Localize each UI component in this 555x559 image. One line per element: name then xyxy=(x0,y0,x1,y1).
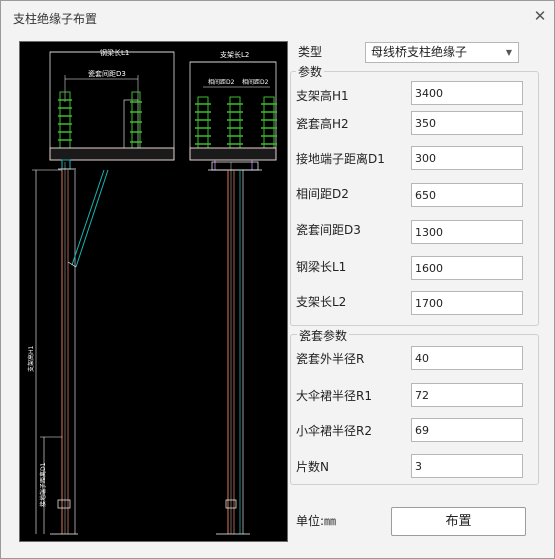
right-top-dim-label: 支架长L2 xyxy=(220,50,249,59)
height-dim-label: 支架高H1 xyxy=(27,345,35,372)
bushing-label-r: 瓷套外半径R xyxy=(296,352,365,366)
param-label-l2: 支架长L2 xyxy=(296,295,347,309)
left-beam xyxy=(49,147,175,161)
window-title: 支柱绝缘子布置 xyxy=(13,12,98,26)
param-label-h1: 支架高H1 xyxy=(296,89,349,103)
unit-label: 单位:㎜ xyxy=(296,514,337,528)
left-insulator-b xyxy=(130,91,142,151)
param-label-l1: 钢梁长L1 xyxy=(296,260,347,274)
param-label-d1: 接地端子距离D1 xyxy=(296,152,385,166)
param-input-l2[interactable] xyxy=(411,291,523,315)
param-label-d3: 瓷套间距D3 xyxy=(296,223,361,237)
type-select[interactable]: 母线桥支柱绝缘子 ▼ xyxy=(365,42,519,63)
left-view: 钢梁长L1 瓷套间距D3 xyxy=(27,48,175,535)
bushing-input-r[interactable] xyxy=(411,346,523,370)
param-input-d1[interactable] xyxy=(411,146,523,170)
ground-dim-label: 接地端子距离D1 xyxy=(39,462,47,507)
phase-dim-label-2: 相间距D2 xyxy=(242,78,269,86)
right-insulator-1 xyxy=(195,96,211,150)
left-brace xyxy=(75,169,109,268)
type-label: 类型 xyxy=(298,45,323,59)
param-input-h1[interactable] xyxy=(411,81,523,105)
drawing-preview: 钢梁长L1 瓷套间距D3 xyxy=(19,41,288,542)
bushing-input-r1[interactable] xyxy=(411,383,523,407)
right-insulator-2 xyxy=(227,96,243,150)
bushing-label-n: 片数N xyxy=(296,460,329,474)
title-bar[interactable]: 支柱绝缘子布置 ✕ xyxy=(1,1,554,33)
bushing-label-r2: 小伞裙半径R2 xyxy=(296,424,372,438)
apply-layout-button[interactable]: 布置 xyxy=(391,507,526,536)
bushing-input-n[interactable] xyxy=(411,454,523,478)
param-input-d3[interactable] xyxy=(411,220,523,244)
phase-dim-label-1: 相间距D2 xyxy=(208,78,235,86)
chevron-down-icon: ▼ xyxy=(505,48,512,57)
param-input-h2[interactable] xyxy=(411,111,523,135)
bushing-input-r2[interactable] xyxy=(411,418,523,442)
left-outline xyxy=(49,51,175,161)
type-select-value: 母线桥支柱绝缘子 xyxy=(371,45,468,59)
right-outline xyxy=(189,61,277,161)
param-input-d2[interactable] xyxy=(411,183,523,207)
bushing-label-r1: 大伞裙半径R1 xyxy=(296,389,372,403)
params-group-title: 参数 xyxy=(296,63,325,80)
param-input-l1[interactable] xyxy=(411,256,523,280)
left-insulator-a xyxy=(58,91,72,151)
close-icon[interactable]: ✕ xyxy=(533,7,547,25)
bushing-group-title: 瓷套参数 xyxy=(297,327,350,344)
right-view: 支架长L2 相间距D2 相间距D2 xyxy=(189,50,277,535)
param-label-h2: 瓷套高H2 xyxy=(296,117,349,131)
right-insulator-3 xyxy=(261,96,277,150)
param-label-d2: 相间距D2 xyxy=(296,187,349,201)
top-dim-label: 钢梁长L1 xyxy=(100,48,129,57)
inner-dim-label: 瓷套间距D3 xyxy=(88,69,126,78)
right-beam xyxy=(189,147,277,161)
insulator-drawing: 钢梁长L1 瓷套间距D3 xyxy=(27,48,277,535)
